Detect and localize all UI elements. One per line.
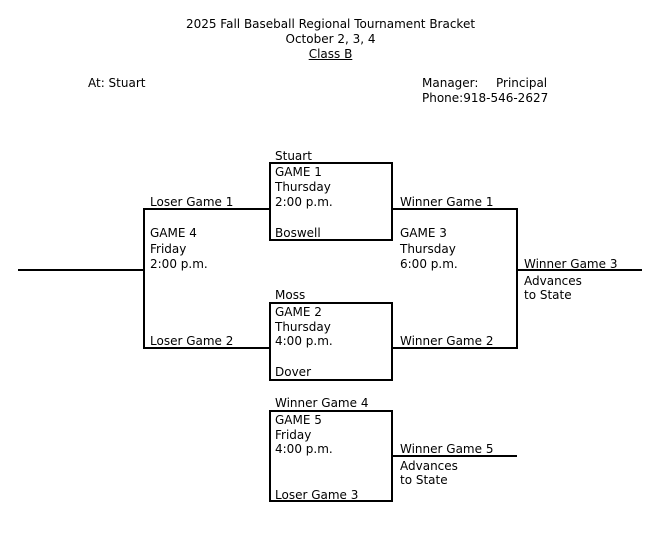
game3-winner-line (517, 269, 642, 271)
game3-top-label: Winner Game 1 (400, 195, 494, 209)
game1-time: 2:00 p.m. (275, 195, 333, 209)
manager-name: Principal (496, 76, 548, 90)
game3-day: Thursday (400, 242, 456, 256)
game3-bottom-line (393, 347, 517, 349)
game3-vertical-line (516, 208, 518, 349)
game5-time: 4:00 p.m. (275, 442, 333, 456)
game3-advances-line1: Advances (524, 274, 582, 288)
game4-vertical-line (143, 208, 145, 349)
game2-time: 4:00 p.m. (275, 334, 333, 348)
game5-winner-line (393, 455, 517, 457)
game3-top-line (393, 208, 517, 210)
game5-winner-label: Winner Game 5 (400, 442, 494, 456)
game4-bottom-label: Loser Game 2 (150, 334, 234, 348)
game3-bottom-label: Winner Game 2 (400, 334, 494, 348)
bracket-title: 2025 Fall Baseball Regional Tournament B… (185, 17, 476, 31)
class-label-text: Class B (308, 47, 353, 61)
game5-top-label: Winner Game 4 (275, 396, 369, 410)
class-label: Class B (0, 47, 661, 61)
location: At: Stuart (88, 76, 146, 90)
game3-time: 6:00 p.m. (400, 257, 458, 271)
game4-day: Friday (150, 242, 187, 256)
game4-time: 2:00 p.m. (150, 257, 208, 271)
game2-box (269, 302, 393, 381)
game2-bottom-team: Dover (275, 365, 311, 379)
game3-winner-label: Winner Game 3 (524, 257, 618, 271)
tournament-dates: October 2, 3, 4 (285, 32, 376, 46)
manager-label: Manager: (422, 76, 479, 90)
game2-day: Thursday (275, 320, 331, 334)
game4-bottom-line (143, 347, 269, 349)
game3-name: GAME 3 (400, 226, 447, 240)
game5-advances-line1: Advances (400, 459, 458, 473)
game4-winner-line (18, 269, 144, 271)
game1-top-team: Stuart (275, 149, 312, 163)
game5-bottom-label: Loser Game 3 (275, 488, 359, 502)
game5-day: Friday (275, 428, 312, 442)
game1-name: GAME 1 (275, 165, 322, 179)
game2-top-team: Moss (275, 288, 306, 302)
game1-day: Thursday (275, 180, 331, 194)
game1-bottom-team: Boswell (275, 226, 321, 240)
game5-advances-line2: to State (400, 473, 448, 487)
game4-top-label: Loser Game 1 (150, 195, 234, 209)
game2-name: GAME 2 (275, 305, 322, 319)
game4-name: GAME 4 (150, 226, 197, 240)
game5-box (269, 410, 393, 502)
game1-box (269, 162, 393, 241)
phone: Phone:918-546-2627 (422, 91, 549, 105)
game4-top-line (143, 208, 269, 210)
game5-name: GAME 5 (275, 413, 322, 427)
game3-advances-line2: to State (524, 288, 572, 302)
